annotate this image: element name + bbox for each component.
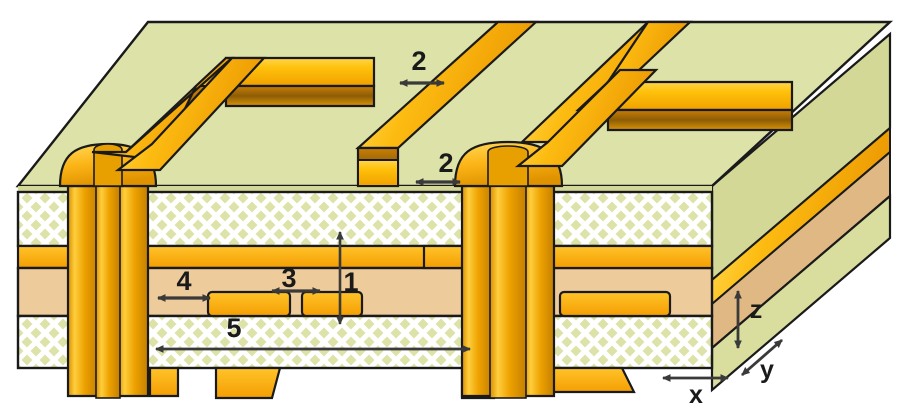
via-center [453,140,564,399]
axis-x: x [662,374,730,409]
dimension-1: 1 [336,231,359,326]
dimension-2a: 2 [399,46,446,87]
via-center-wall-right [522,184,556,398]
axis-z: z [734,290,763,350]
via-center-wall-left [460,184,494,398]
via-left-barrel-lip [93,143,123,187]
dimension-5-label: 5 [226,313,241,343]
dimension-2b-label: 2 [438,148,453,178]
dimension-annotations: 2 2 3 1 4 5 [155,46,472,353]
via-left [58,142,158,399]
surface-trace-left-to-via [114,56,267,172]
axis-z-label: z [750,296,763,324]
axis-x-label: x [689,381,703,409]
axis-y-arrow [741,338,783,377]
dimension-3: 3 [271,263,322,295]
bottom-pad-b [214,366,282,400]
surface-trace-left-horizontal-side [224,84,376,108]
surface-trace-right-horizontal-side [606,108,794,132]
axis-y: y [741,338,783,384]
bottom-copper-pads [148,366,636,400]
dimension-4-label: 4 [176,266,191,296]
inner-trace-4 [558,290,672,318]
surface-trace-far-left-stub-top [357,159,399,187]
via-center-barrel [489,151,527,399]
inner-trace-2 [300,290,364,318]
dimension-5: 5 [155,313,472,353]
dimension-2a-label: 2 [411,46,426,76]
via-center-barrel-lip [487,145,529,187]
axis-y-label: y [760,356,774,384]
dimension-1-label: 1 [343,267,358,297]
inner-trace-1 [206,290,292,318]
via-left-barrel [95,149,121,399]
dimension-4: 4 [157,266,212,302]
axis-indicators: z y x [662,290,783,409]
dimension-2b: 2 [415,148,462,186]
surface-trace-right-to-via [514,68,659,168]
via-left-wall-right [116,184,150,398]
via-left-wall-left [66,184,100,398]
bottom-pad-a [148,366,180,398]
dimension-3-label: 3 [281,263,296,293]
surface-traces [91,20,794,188]
